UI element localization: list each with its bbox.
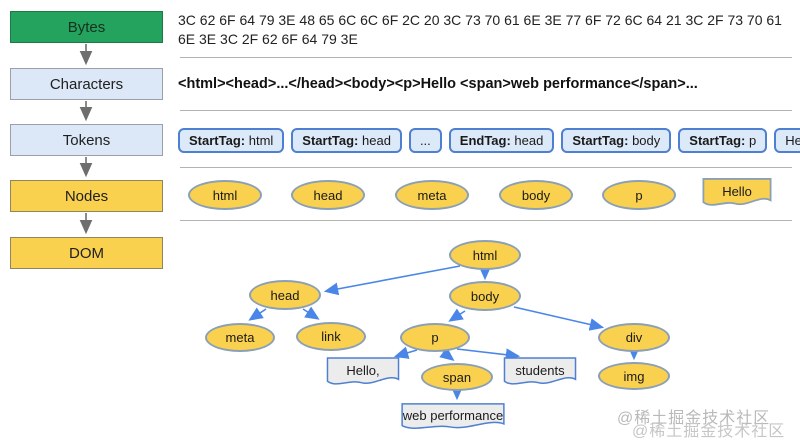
stage-nodes-label: Nodes bbox=[64, 187, 109, 205]
token-value: ... bbox=[419, 133, 431, 148]
tree-span: span bbox=[421, 363, 493, 391]
node-label: body bbox=[521, 187, 551, 203]
tree-img: img bbox=[598, 362, 670, 390]
divider-3 bbox=[180, 167, 792, 168]
tree-node-label: head bbox=[270, 287, 300, 303]
watermark-text: @稀土掘金技术社区 bbox=[617, 410, 771, 427]
token-type: StartTag: bbox=[572, 133, 629, 148]
stage-nodes: Nodes bbox=[10, 180, 163, 212]
watermark-text-shadow: @稀土掘金技术社区 bbox=[632, 423, 786, 440]
token-value: p bbox=[745, 133, 757, 148]
node-head: head bbox=[291, 180, 365, 210]
tree-head: head bbox=[249, 280, 321, 310]
tree-link: link bbox=[296, 322, 366, 351]
divider-2 bbox=[180, 110, 792, 111]
token-endtag-head: EndTag: head bbox=[448, 128, 555, 153]
tree-html: html bbox=[449, 240, 521, 270]
tokens-row: StartTag: html StartTag: head ... EndTag… bbox=[178, 128, 800, 153]
token-starttag-body: StartTag: body bbox=[561, 128, 672, 153]
tree-body: body bbox=[449, 281, 521, 311]
stage-bytes: Bytes bbox=[10, 11, 163, 43]
tree-node-label: web performance bbox=[402, 408, 504, 423]
token-type: StartTag: bbox=[302, 133, 359, 148]
node-label: Hello bbox=[722, 184, 752, 199]
characters-markup-text: <html><head>...</head><body><p>Hello <sp… bbox=[178, 76, 698, 92]
tree-textnode-students: students bbox=[503, 356, 577, 389]
stage-dom: DOM bbox=[10, 237, 163, 269]
document-shape bbox=[400, 402, 506, 433]
tree-p: p bbox=[400, 323, 470, 352]
tree-node-label: div bbox=[625, 330, 643, 345]
node-p: p bbox=[602, 180, 676, 210]
tree-node-label: Hello, bbox=[346, 363, 380, 378]
document-shape bbox=[326, 356, 400, 389]
token-ellipsis-1: ... bbox=[408, 128, 442, 153]
node-label: head bbox=[313, 187, 343, 203]
stage-characters-label: Characters bbox=[49, 75, 124, 93]
token-value: head bbox=[510, 133, 544, 148]
stage-tokens: Tokens bbox=[10, 124, 163, 156]
tree-node-label: span bbox=[442, 369, 472, 385]
divider-4 bbox=[180, 220, 792, 221]
node-label: p bbox=[635, 187, 643, 203]
token-starttag-head: StartTag: head bbox=[291, 128, 402, 153]
node-meta: meta bbox=[395, 180, 469, 210]
tree-node-label: link bbox=[321, 329, 341, 344]
tree-node-label: students bbox=[515, 363, 565, 378]
tree-meta: meta bbox=[205, 323, 275, 352]
stage-dom-label: DOM bbox=[69, 244, 104, 262]
stage-bytes-label: Bytes bbox=[67, 18, 106, 36]
bytes-hex-text: 3C 62 6F 64 79 3E 48 65 6C 6C 6F 2C 20 3… bbox=[178, 11, 796, 49]
token-starttag-html: StartTag: html bbox=[178, 128, 285, 153]
token-value: html bbox=[245, 133, 274, 148]
node-body: body bbox=[499, 180, 573, 210]
tree-div: div bbox=[598, 323, 670, 352]
token-value: head bbox=[358, 133, 391, 148]
bytes-hex-line1: 3C 62 6F 64 79 3E 48 65 6C 6C 6F 2C 20 3… bbox=[178, 12, 782, 28]
node-html: html bbox=[188, 180, 262, 210]
document-shape bbox=[702, 177, 772, 210]
token-type: StartTag: bbox=[189, 133, 246, 148]
token-hello: Hello bbox=[774, 128, 800, 153]
tree-node-label: body bbox=[470, 288, 500, 304]
document-shape bbox=[503, 356, 577, 389]
tree-node-label: p bbox=[431, 330, 439, 345]
bytes-hex-line2: 6E 3E 3C 2F 62 6F 64 79 3E bbox=[178, 31, 358, 47]
token-value: body bbox=[628, 133, 661, 148]
token-value: Hello bbox=[785, 133, 800, 148]
node-hello-textnode: Hello bbox=[702, 177, 772, 210]
stage-tokens-label: Tokens bbox=[62, 131, 111, 149]
divider-1 bbox=[180, 57, 792, 58]
tree-textnode-web-performance: web performance bbox=[400, 402, 506, 433]
tree-node-label: img bbox=[623, 368, 645, 384]
token-starttag-p: StartTag: p bbox=[678, 128, 768, 153]
node-label: html bbox=[212, 187, 238, 203]
node-label: meta bbox=[417, 187, 447, 203]
tree-node-label: meta bbox=[225, 330, 255, 345]
tree-node-label: html bbox=[472, 247, 498, 263]
tree-textnode-hello: Hello, bbox=[326, 356, 400, 389]
token-type: StartTag: bbox=[689, 133, 746, 148]
token-type: EndTag: bbox=[459, 133, 511, 148]
stage-characters: Characters bbox=[10, 68, 163, 100]
